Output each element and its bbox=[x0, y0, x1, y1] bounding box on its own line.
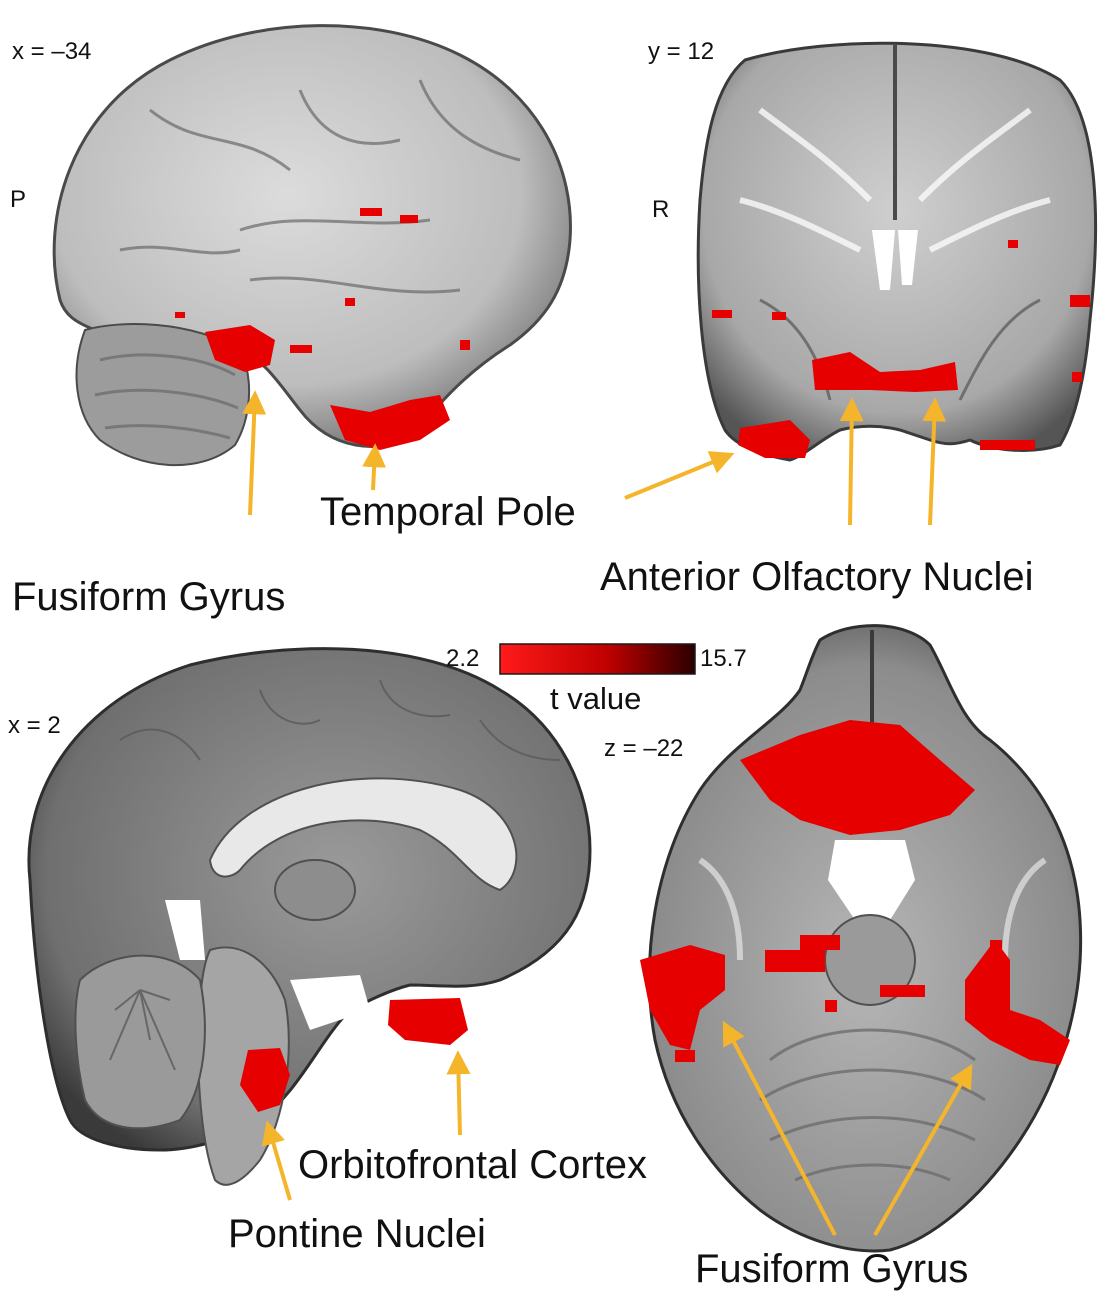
colorbar-min: 2.2 bbox=[446, 645, 480, 672]
activation-sagittal-mid bbox=[240, 998, 468, 1112]
arrow-orbitofrontal bbox=[446, 1050, 471, 1136]
label-orbitofrontal-cortex: Orbitofrontal Cortex bbox=[298, 1143, 648, 1187]
ventricle-left bbox=[872, 230, 895, 290]
label-fusiform-gyrus-bottom: Fusiform Gyrus bbox=[695, 1247, 969, 1291]
axial-panel bbox=[640, 624, 1083, 1253]
colorbar-max: 15.7 bbox=[700, 645, 747, 672]
arrow-fusiform-bottom-right bbox=[873, 1063, 973, 1236]
sagittal-left-panel bbox=[52, 24, 572, 467]
coord-coronal: y = 12 bbox=[648, 38, 715, 65]
label-temporal-pole: Temporal Pole bbox=[320, 490, 576, 534]
brain-slice-coronal bbox=[696, 41, 1098, 462]
activation-axial bbox=[640, 720, 1070, 1065]
coronal-panel bbox=[696, 41, 1098, 462]
arrow-temporal-pole bbox=[362, 443, 387, 491]
cerebellum-left bbox=[75, 323, 250, 467]
orientation-posterior: P bbox=[10, 186, 27, 213]
arrow-olfactory-left bbox=[839, 397, 864, 526]
annotation-arrows bbox=[242, 390, 973, 1236]
arrow-temporal-pole-coronal bbox=[624, 451, 735, 500]
corpus-callosum bbox=[208, 777, 518, 892]
interpeduncular-space bbox=[828, 840, 915, 920]
ventricle-right bbox=[898, 230, 918, 285]
label-anterior-olfactory-nuclei: Anterior Olfactory Nuclei bbox=[600, 555, 1034, 599]
label-pontine-nuclei: Pontine Nuclei bbox=[228, 1212, 486, 1256]
coord-sagittal-mid: x = 2 bbox=[8, 712, 61, 739]
label-fusiform-gyrus-top: Fusiform Gyrus bbox=[12, 575, 286, 619]
activation-coronal bbox=[712, 240, 1090, 458]
arrow-fusiform-bottom-left bbox=[722, 1020, 837, 1236]
colorbar-title: t value bbox=[550, 681, 642, 716]
sagittal-mid-panel bbox=[27, 647, 592, 1186]
thalamus bbox=[274, 859, 356, 921]
cerebellum-mid bbox=[74, 954, 206, 1130]
arrow-fusiform-top bbox=[242, 390, 267, 516]
coord-sagittal-left: x = –34 bbox=[12, 38, 92, 65]
orientation-right: R bbox=[652, 196, 670, 223]
t-value-colorbar bbox=[499, 643, 696, 675]
arrow-pontine bbox=[261, 1120, 292, 1201]
coord-axial: z = –22 bbox=[604, 735, 684, 762]
activation-sagittal-left bbox=[175, 208, 470, 450]
arrow-olfactory-right bbox=[922, 397, 947, 526]
